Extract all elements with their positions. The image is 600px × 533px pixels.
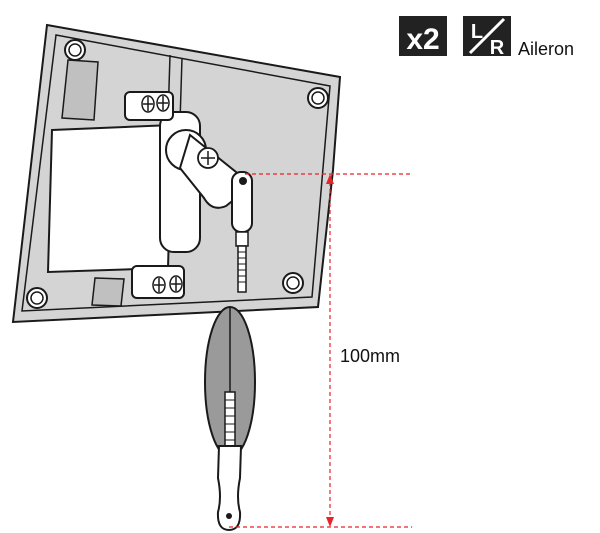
- left-right-badge-icon: L R: [463, 16, 511, 59]
- dimension-arrow-bottom: [326, 517, 334, 527]
- quantity-badge-text: x2: [406, 23, 439, 56]
- screw-icon: [156, 94, 170, 112]
- screw-icon: [152, 276, 166, 294]
- corner-hole: [282, 272, 304, 294]
- screw-icon: [141, 95, 155, 113]
- dimension-arrow-top: [326, 174, 334, 184]
- corner-hole: [64, 39, 86, 61]
- screw-icon: [197, 147, 219, 169]
- dimension-label: 100mm: [340, 346, 400, 366]
- screw-icon: [169, 275, 183, 293]
- part-label: Aileron: [518, 39, 574, 59]
- corner-hole: [26, 287, 48, 309]
- quantity-badge-icon: x2: [399, 16, 447, 56]
- dimension-marker: 100mm: [229, 173, 412, 528]
- corner-hole: [307, 87, 329, 109]
- right-badge-letter: R: [490, 37, 505, 59]
- control-horn-icon: [204, 306, 256, 532]
- left-badge-letter: L: [471, 21, 483, 43]
- clevis-icon: [231, 171, 253, 293]
